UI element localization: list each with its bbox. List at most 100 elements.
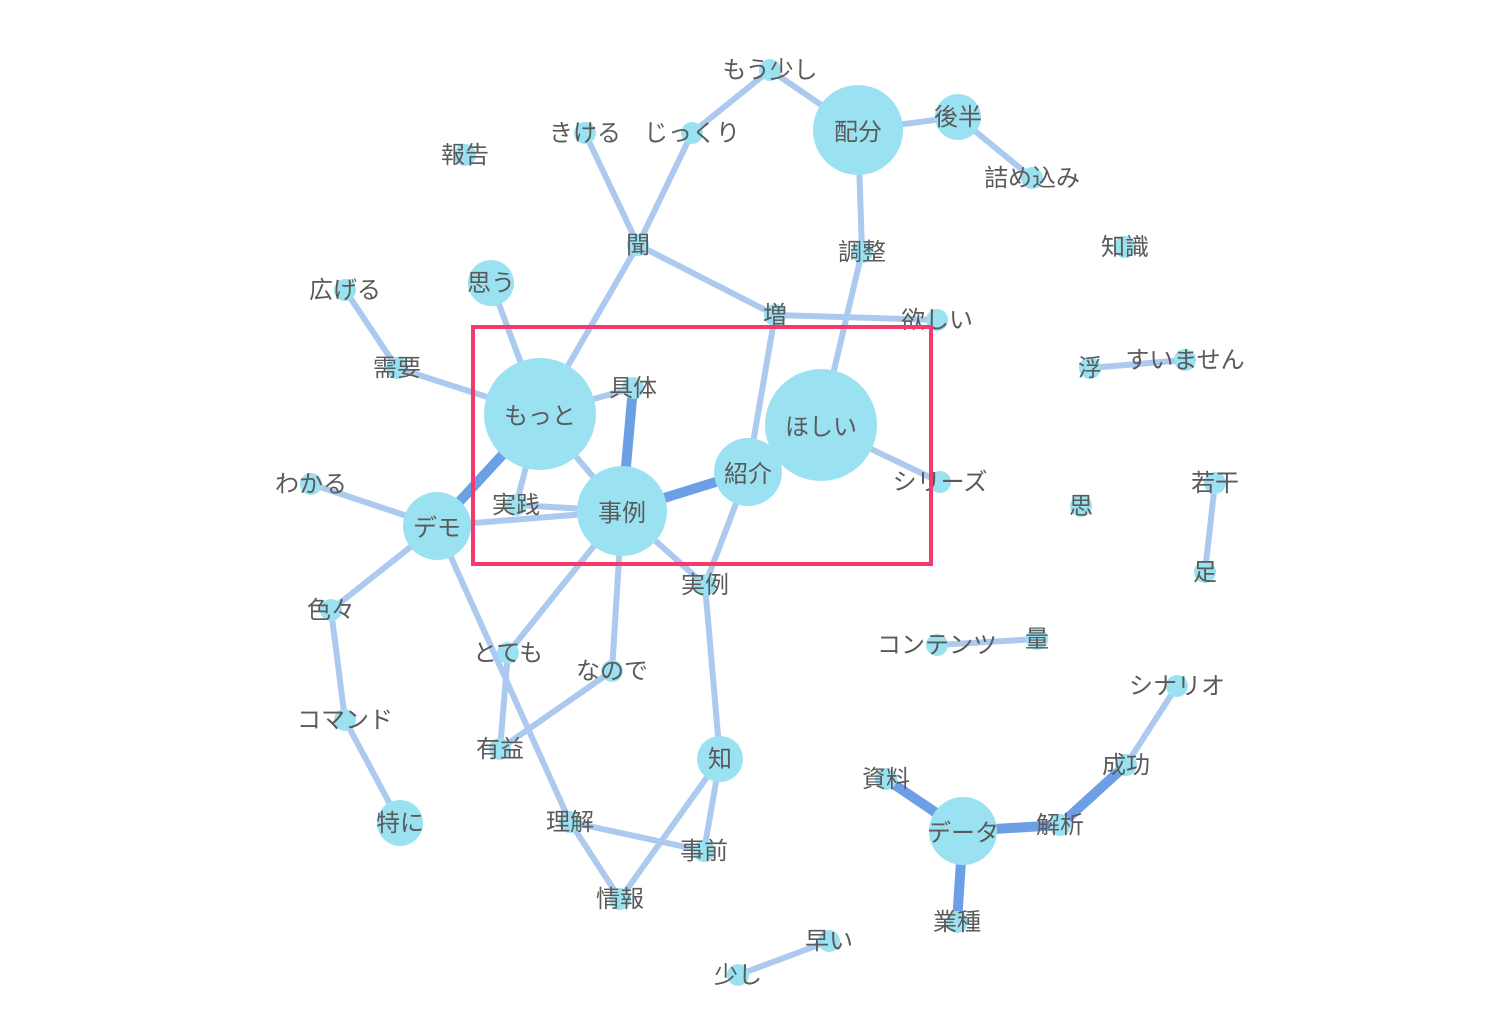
node-circle-shiryou xyxy=(875,768,897,790)
node-label-yueki: 有益 xyxy=(476,735,524,763)
node-circle-chi xyxy=(697,736,743,782)
node-circle-scenario xyxy=(1166,675,1188,697)
node-circle-uku xyxy=(1079,357,1101,379)
edge-contents-ryou xyxy=(934,636,1040,648)
node-circle-totemo xyxy=(497,642,519,664)
nodes-layer xyxy=(300,59,1226,986)
node-circle-wakaru xyxy=(300,473,322,495)
node-label-tokuni: 特に xyxy=(376,809,424,837)
node-label-omou: 思う xyxy=(467,269,515,297)
labels-layer: もう少しきけるじっくり配分後半詰め込み報告聞調整知識広げる思う増欲しい浮すいませ… xyxy=(275,56,1245,989)
node-circle-hoshii xyxy=(765,369,877,481)
node-label-juyou: 需要 xyxy=(373,354,421,382)
edge-uku-sumimasen xyxy=(1087,357,1188,371)
node-circle-chishiki xyxy=(1114,236,1136,258)
node-label-kouhan: 後半 xyxy=(934,103,982,131)
node-circle-gyoushu xyxy=(946,911,968,933)
node-label-kikeru: きける xyxy=(549,119,621,147)
node-circle-houkoku xyxy=(454,144,476,166)
edge-iroiro-command xyxy=(328,607,348,723)
node-label-seikou: 成功 xyxy=(1102,751,1150,779)
node-label-nanode: なので xyxy=(576,657,648,685)
node-label-jouhou: 情報 xyxy=(596,885,644,913)
node-label-zou: 増 xyxy=(763,301,787,329)
node-label-jakkan: 若干 xyxy=(1191,469,1239,497)
node-circle-chousei xyxy=(851,241,873,263)
node-circle-tokuni xyxy=(377,800,423,846)
node-label-jikkuri: じっくり xyxy=(644,119,740,147)
node-label-ryou: 量 xyxy=(1025,625,1049,653)
node-circle-kikeru xyxy=(574,122,596,144)
node-circle-kaiseki xyxy=(1049,814,1071,836)
node-label-demo: デモ xyxy=(413,514,461,542)
node-label-hirogeru: 広げる xyxy=(309,276,381,304)
node-label-command: コマンド xyxy=(297,706,393,734)
node-circle-kiku xyxy=(627,234,649,256)
node-label-sukoshi: 少し xyxy=(714,961,762,989)
highlight-box xyxy=(471,325,933,566)
edge-nanode-yueki xyxy=(497,668,615,752)
node-label-jissen: 実践 xyxy=(492,491,540,519)
node-circle-jikkuri xyxy=(681,122,703,144)
edge-jikkuri-kiku xyxy=(635,130,695,248)
node-circle-yueki xyxy=(489,738,511,760)
node-label-hayai: 早い xyxy=(805,927,853,955)
node-circle-ryou xyxy=(1026,628,1048,650)
node-circle-jouhou xyxy=(609,888,631,910)
edge-kiku-zou xyxy=(635,242,778,318)
node-label-data: データ xyxy=(927,819,999,847)
edge-scenario-seikou xyxy=(1123,683,1180,768)
node-label-scenario: シナリオ xyxy=(1129,672,1225,700)
node-circle-command xyxy=(334,709,356,731)
node-circle-omoi xyxy=(1070,495,1092,517)
node-circle-hayai xyxy=(818,930,840,952)
node-circle-jirei xyxy=(577,466,667,556)
node-circle-ashi xyxy=(1194,561,1216,583)
node-label-chishiki: 知識 xyxy=(1101,233,1149,261)
edge-kikeru-kiku xyxy=(582,130,641,248)
node-circle-kouhan xyxy=(935,94,981,140)
node-circle-juyou xyxy=(386,357,408,379)
node-label-haibun: 配分 xyxy=(834,118,882,146)
node-circle-shoukai xyxy=(714,438,782,506)
node-label-wakaru: わかる xyxy=(275,470,347,498)
node-label-jitsurei: 実例 xyxy=(681,571,729,599)
edge-zou-hoshii_kanji xyxy=(772,312,940,323)
node-circle-jizen xyxy=(693,840,715,862)
node-circle-tsumekomi xyxy=(1021,167,1043,189)
node-circle-jissen xyxy=(505,494,527,516)
node-label-kaiseki: 解析 xyxy=(1036,811,1084,839)
node-circle-data xyxy=(929,797,997,865)
node-label-jirei: 事例 xyxy=(598,499,646,527)
node-label-hoshii_kanji: 欲しい xyxy=(901,306,973,334)
edge-rikai-jizen xyxy=(567,819,707,854)
edge-jitsurei-chi xyxy=(702,582,723,762)
node-circle-sukoshi xyxy=(727,964,749,986)
edge-totemo-yueki xyxy=(497,650,511,752)
node-label-gutai: 具体 xyxy=(609,374,657,402)
node-label-chousei: 調整 xyxy=(838,238,886,266)
node-circle-hirogeru xyxy=(334,279,356,301)
node-label-houkoku: 報告 xyxy=(441,141,489,169)
node-circle-rikai xyxy=(559,811,581,833)
node-label-kiku: 聞 xyxy=(626,231,650,259)
node-label-tsumekomi: 詰め込み xyxy=(984,164,1080,192)
node-label-contents: コンテンツ xyxy=(877,631,997,659)
node-circle-zou xyxy=(764,304,786,326)
node-circle-iroiro xyxy=(320,599,342,621)
node-circle-jitsurei xyxy=(694,574,716,596)
node-label-jizen: 事前 xyxy=(680,837,728,865)
node-circle-mousukoshi xyxy=(759,59,781,81)
node-label-chi: 知 xyxy=(708,745,732,773)
node-label-shiryou: 資料 xyxy=(862,765,910,793)
node-circle-haibun xyxy=(813,85,903,175)
node-circle-nanode xyxy=(601,660,623,682)
node-label-iroiro: 色々 xyxy=(307,596,355,624)
node-label-mousukoshi: もう少し xyxy=(722,56,817,84)
edge-seikou-kaiseki xyxy=(1055,760,1131,830)
node-label-ashi: 足 xyxy=(1193,558,1217,586)
node-label-motto: もっと xyxy=(504,402,576,430)
node-circle-seikou xyxy=(1115,754,1137,776)
node-circle-sumimasen xyxy=(1174,349,1196,371)
